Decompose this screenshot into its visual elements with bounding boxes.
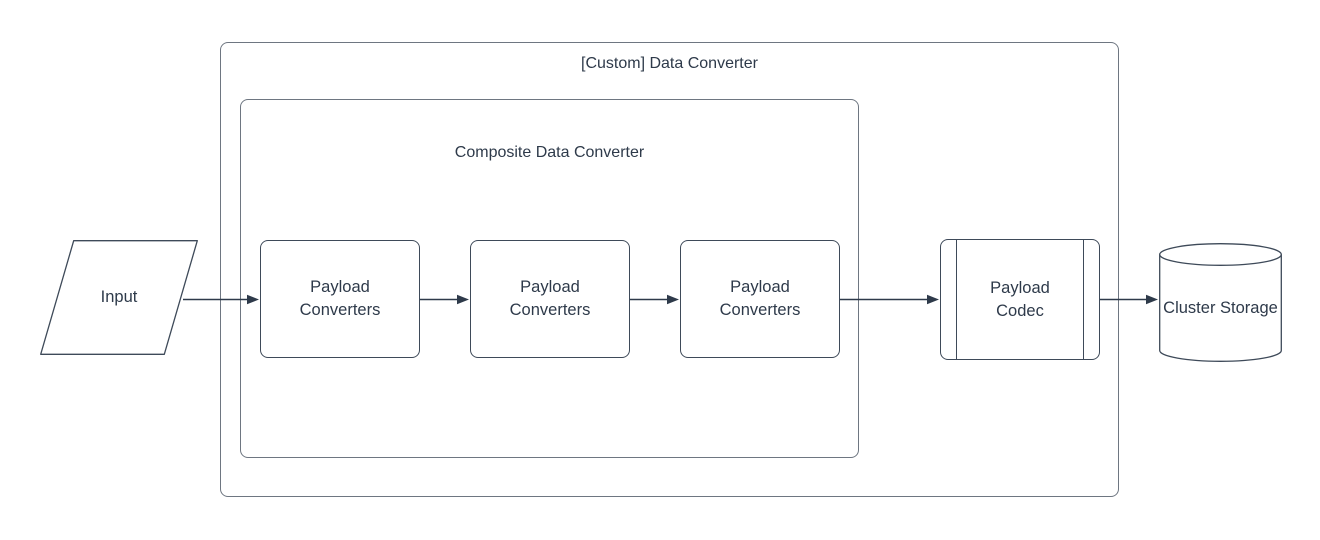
cluster-storage-node: Cluster Storage (1159, 243, 1282, 362)
payload-converters-label: Payload Converters (509, 278, 591, 319)
payload-converters-node-2: Payload Converters (470, 240, 630, 358)
codec-right-bar (1083, 240, 1084, 359)
payload-codec-label: Payload Codec (990, 278, 1050, 320)
composite-data-converter-container: Composite Data Converter (240, 99, 859, 458)
payload-converters-node-1: Payload Converters (260, 240, 420, 358)
cylinder-top-ellipse (1159, 254, 1282, 266)
custom-data-converter-container: [Custom] Data Converter (220, 42, 1119, 497)
cylinder-shape (1159, 243, 1282, 362)
payload-converters-label: Payload Converters (299, 278, 381, 319)
codec-left-bar (956, 240, 957, 359)
input-node: Input (40, 240, 198, 355)
cluster-storage-label: Cluster Storage (1163, 299, 1278, 317)
composite-data-converter-title: Composite Data Converter (454, 144, 645, 161)
custom-data-converter-title: [Custom] Data Converter (581, 55, 758, 72)
payload-converters-label: Payload Converters (719, 278, 801, 319)
parallelogram-shape (40, 240, 198, 355)
payload-codec-node: Payload Codec (940, 239, 1100, 360)
input-label: Input (100, 288, 138, 306)
payload-converters-node-3: Payload Converters (680, 240, 840, 358)
